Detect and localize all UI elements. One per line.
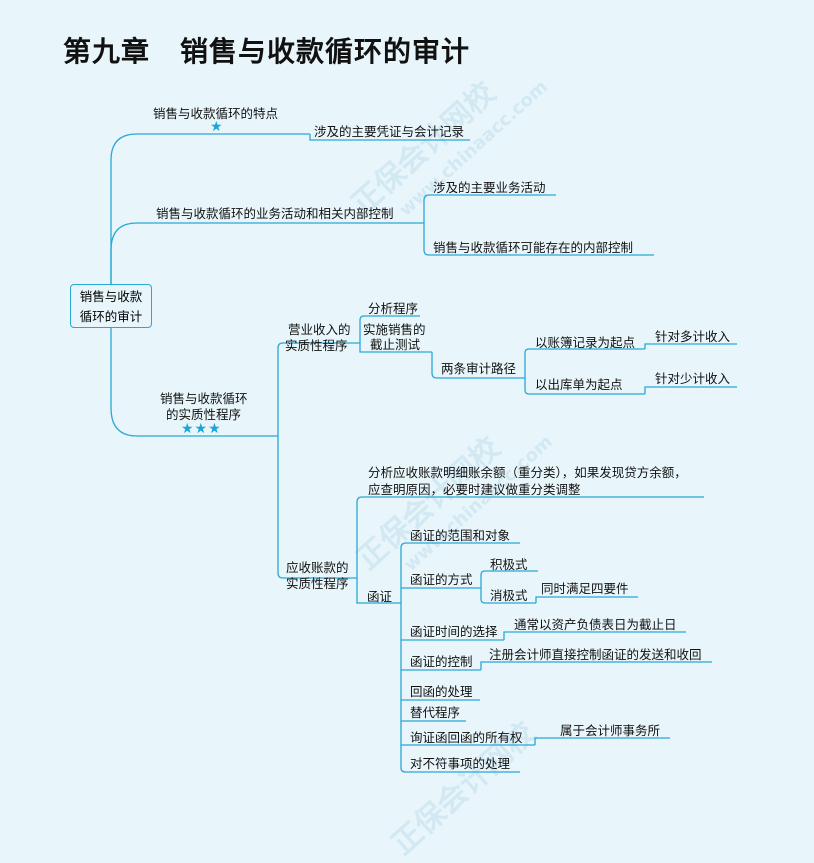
node-receivable-line2: 实质性程序 [286, 576, 349, 591]
node-receivable-analysis-line1: 分析应收账款明细账余额（重分类），如果发现贷方余额， [368, 465, 687, 480]
node-audit-paths: 两条审计路径 [441, 361, 517, 376]
node-discrepancy: 对不符事项的处理 [410, 756, 511, 771]
node-confirm-control: 函证的控制 [410, 654, 473, 669]
node-timing-note: 通常以资产负债表日为截止日 [514, 617, 677, 632]
mind-map: 正保会计网校 www.chinaacc.com 正保会计网校 www.china… [63, 30, 737, 862]
node-confirm-scope: 函证的范围和对象 [410, 528, 511, 543]
node-receivable-analysis-line2: 应查明原因，必要时建议做重分类调整 [368, 482, 581, 497]
node-confirmation: 函证 [367, 589, 393, 604]
branch-substantive-line2: 的实质性程序 [166, 407, 242, 422]
node-revenue-line2: 实质性程序 [285, 338, 348, 353]
node-negative-note: 同时满足四要件 [541, 581, 629, 596]
node-path-from-shipping: 以出库单为起点 [535, 377, 623, 392]
branch-characteristics: 销售与收款循环的特点 [153, 106, 279, 121]
chapter-number: 第九章 [63, 35, 151, 68]
node-negative: 消极式 [490, 588, 528, 603]
node-confirm-timing: 函证时间的选择 [410, 624, 498, 639]
node-receivable-line1: 应收账款的 [286, 560, 349, 575]
root-line1: 销售与收款 [79, 289, 143, 304]
node-internal-controls: 销售与收款循环可能存在的内部控制 [433, 240, 634, 255]
root-line2: 循环的审计 [79, 309, 143, 324]
node-cutoff-line1: 实施销售的 [363, 322, 426, 337]
root-node: 销售与收款 循环的审计 [70, 284, 152, 328]
star-rating: ★ [210, 119, 224, 135]
node-positive: 积极式 [490, 557, 528, 572]
node-control-note: 注册会计师直接控制函证的发送和收回 [489, 647, 702, 662]
branch-business-controls: 销售与收款循环的业务活动和相关内部控制 [156, 206, 394, 221]
node-business-activities: 涉及的主要业务活动 [433, 180, 546, 195]
chapter-name: 销售与收款循环的审计 [180, 35, 471, 68]
node-reply-handling: 回函的处理 [410, 684, 473, 699]
node-cutoff-line2: 截止测试 [370, 337, 421, 352]
node-documents-records: 涉及的主要凭证与会计记录 [314, 124, 465, 139]
node-confirm-method: 函证的方式 [410, 572, 473, 587]
star-rating: ★★★ [181, 421, 222, 437]
node-ownership-note: 属于会计师事务所 [560, 723, 661, 738]
branch-substantive-line1: 销售与收款循环 [160, 391, 248, 406]
node-analytical-procedures: 分析程序 [368, 301, 419, 316]
node-understatement: 针对少计收入 [655, 371, 731, 386]
node-path-from-records: 以账簿记录为起点 [535, 335, 636, 350]
node-reply-ownership: 询证函回函的所有权 [410, 730, 523, 745]
page-title: 第九章销售与收款循环的审计 [63, 30, 470, 70]
node-overstatement: 针对多计收入 [655, 329, 731, 344]
node-alternative-procedures: 替代程序 [410, 705, 461, 720]
node-revenue-line1: 营业收入的 [288, 322, 351, 337]
connector-lines [110, 133, 737, 773]
